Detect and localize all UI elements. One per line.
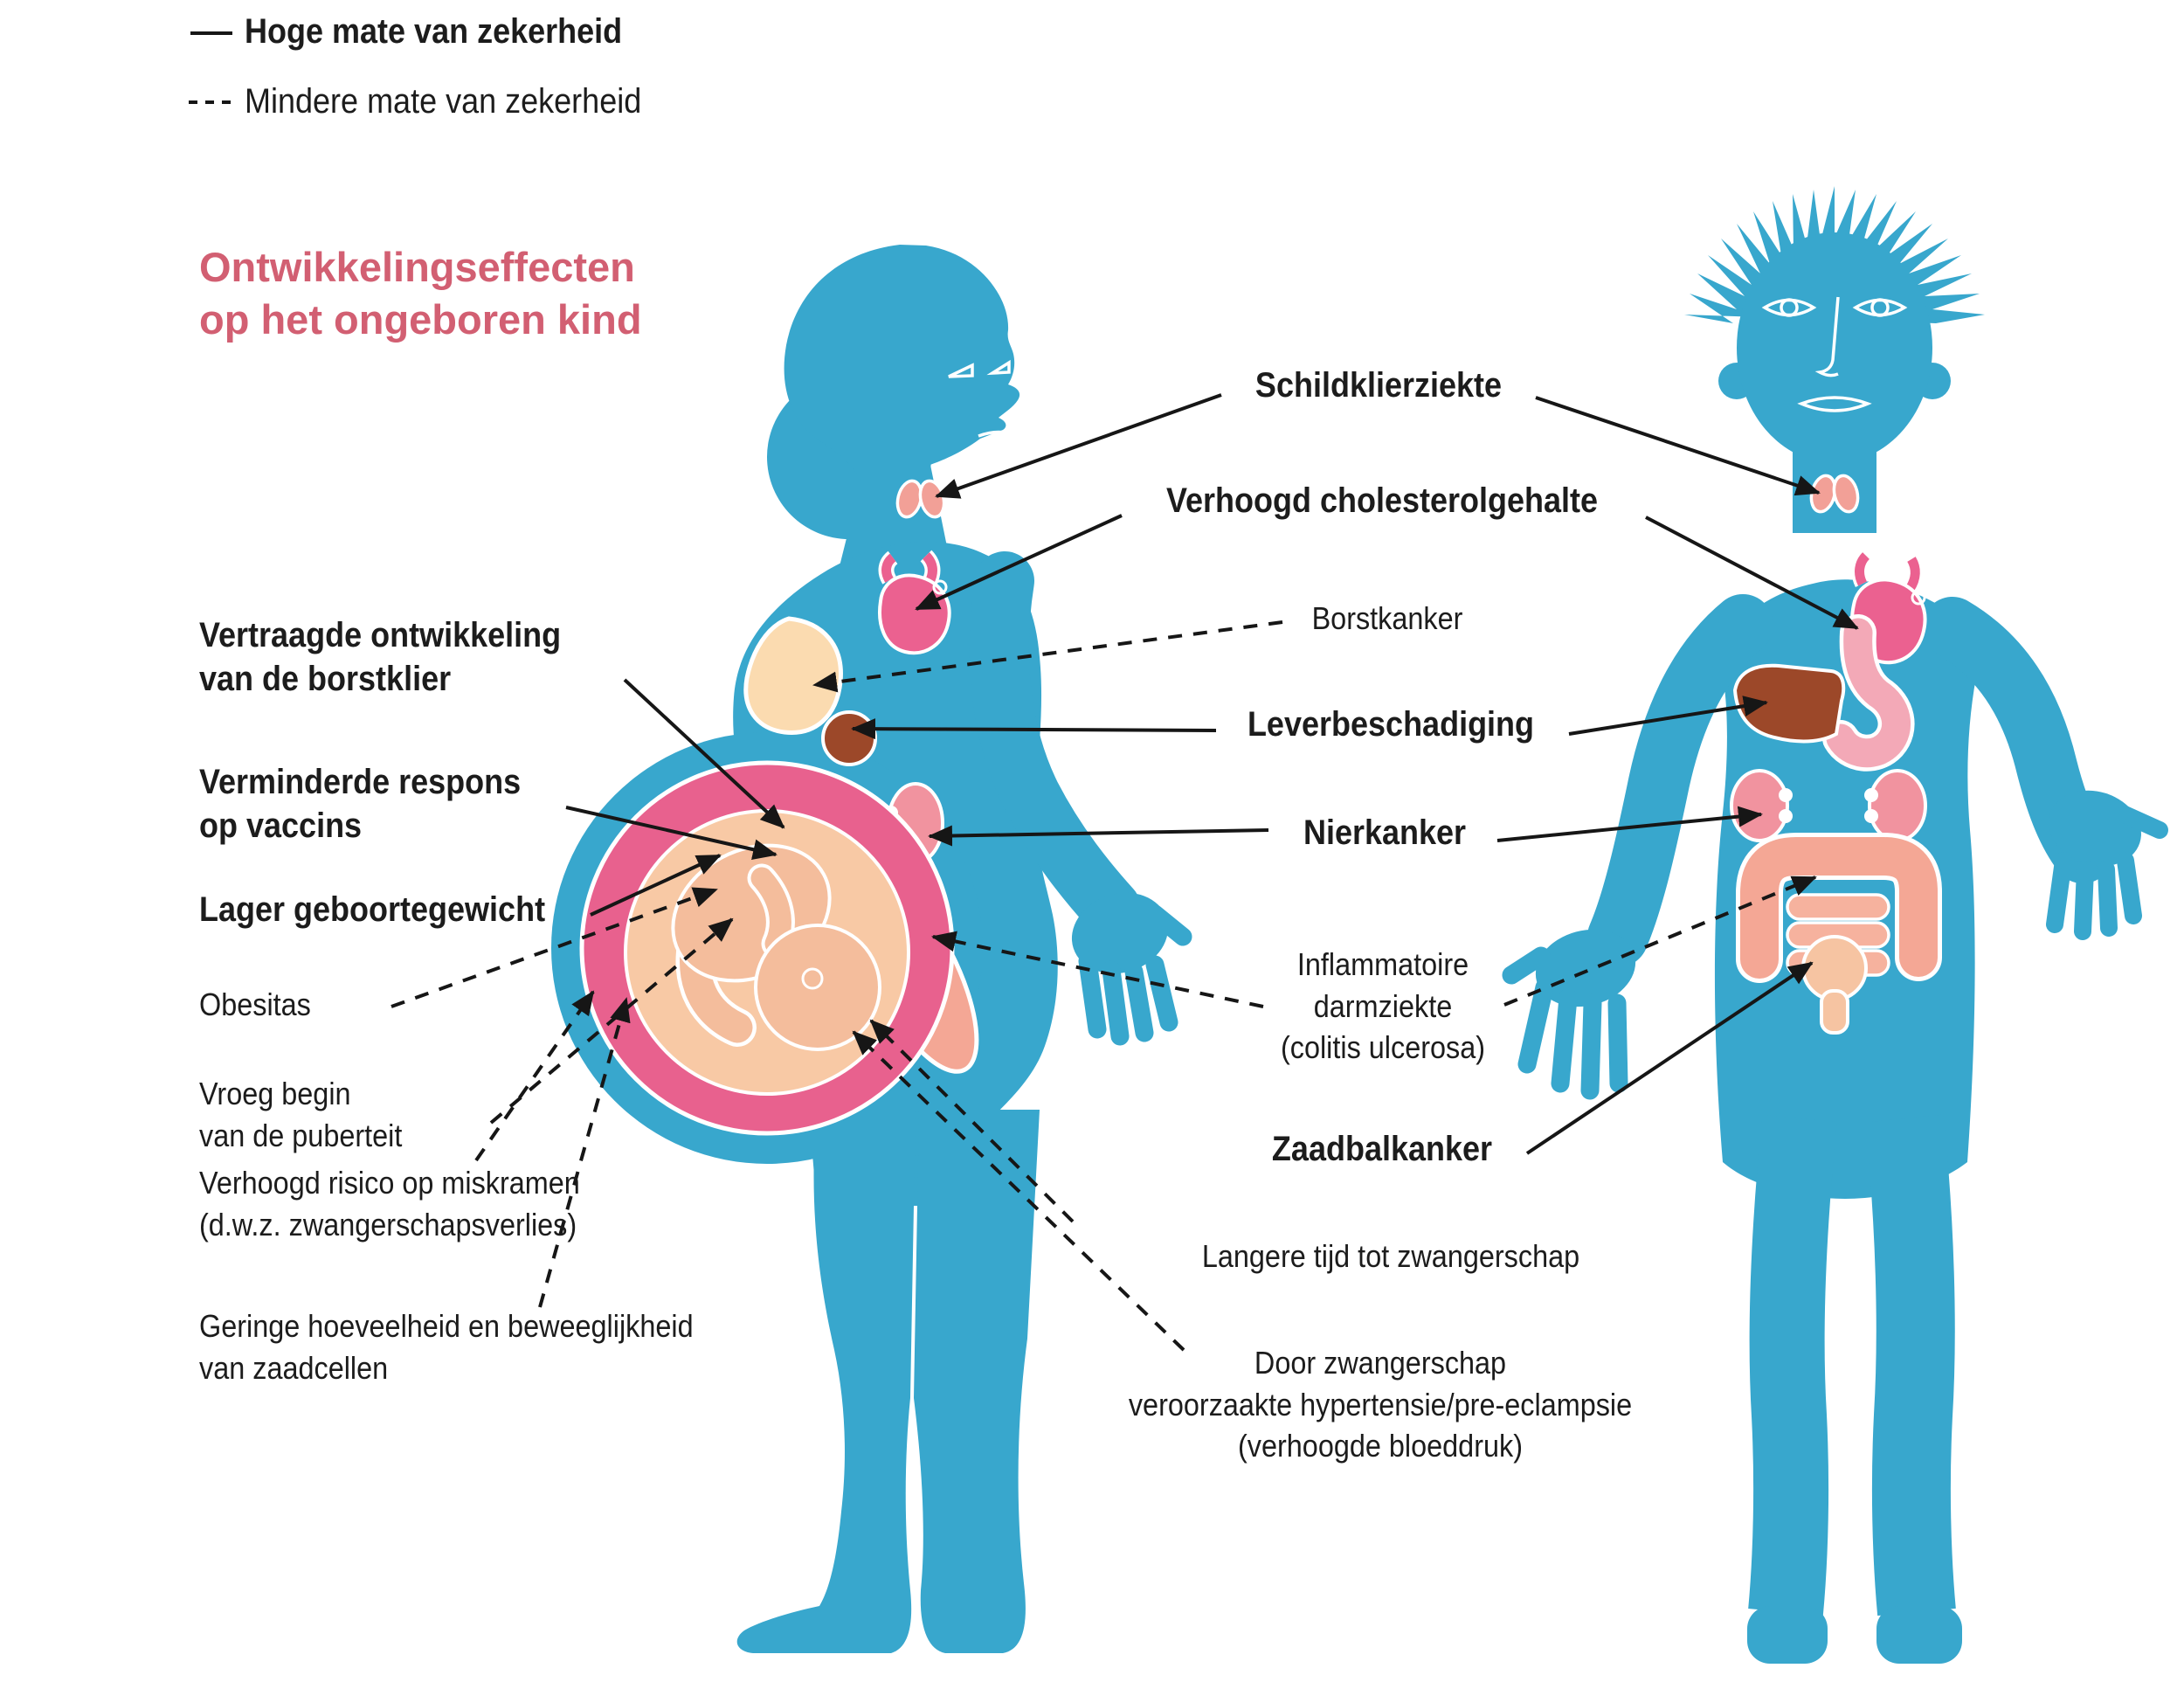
line-miskramen [474,990,595,1162]
woman-hand [1071,892,1192,1046]
legend-low-certainty-text: Mindere mate van zekerheid [245,82,642,121]
label-text: van zaadcellen [199,1349,389,1386]
fetus-ear [801,967,824,990]
label-text: Schildklierziekte [1254,366,1503,405]
uterus-with-fetus [579,760,955,1136]
label-text: Geringe hoeveelheid en beweeglijkheid [199,1308,694,1344]
line-cholesterol-woman [915,514,1123,611]
legend-high-certainty-text: Hoge mate van zekerheid [245,12,623,51]
man-leg-gap [1839,1199,1865,1682]
label-text: op vaccins [199,806,363,846]
woman-front-leg [736,1110,916,1653]
label-darmziekte: Inflammatoire darmziekte (colitis ulcero… [1281,944,1485,1069]
heading-line1: Ontwikkelingseffecten [199,244,635,290]
man-left-leg [1748,1114,1837,1616]
line-schildklier-woman [935,393,1222,499]
label-text: (verhoogde bloeddruk) [1237,1428,1524,1464]
line-zaadcellen [538,997,631,1308]
label-borstkanker: Borstkanker [1312,598,1463,640]
label-zwangerschap-tijd: Langere tijd tot zwangerschap [1202,1236,1579,1277]
label-puberteit: Vroeg begin van de puberteit [199,1073,402,1156]
label-hypertensie: Door zwangerschap veroorzaakte hypertens… [1129,1342,1632,1467]
legend-low-certainty: Mindere mate van zekerheid [245,82,641,121]
line-nier-woman [928,825,1269,847]
line-vertraagde [623,678,785,829]
leader-lines [189,31,1859,1352]
label-obesitas: Obesitas [199,984,311,1026]
label-nierkanker: Nierkanker [1303,811,1466,855]
line-obesitas [390,887,718,1008]
label-schildklierziekte: Schildklierziekte [1255,363,1502,407]
label-text: Obesitas [199,986,311,1022]
label-text: Door zwangerschap [1254,1345,1507,1381]
label-verminderde-respons: Verminderde respons op vaccins [199,760,521,848]
man-organs [1730,474,1942,1035]
label-cholesterol: Verhoogd cholesterolgehalte [1166,479,1598,523]
line-darmziekte-woman [931,931,1264,1008]
label-text: darmziekte [1313,987,1453,1024]
woman-face-details [948,359,1011,438]
label-text: veroorzaakte hypertensie/pre-eclampsie [1128,1386,1633,1422]
line-nier-man [1496,806,1763,842]
man-face-details [1761,296,1908,412]
man-left-foot [1747,1606,1828,1664]
label-text: Verhoogd risico op miskramen [199,1165,580,1201]
label-text: Verhoogd cholesterolgehalte [1165,481,1599,520]
man-right-hand [2046,790,2168,940]
line-schildklier-man [1535,396,1821,496]
line-borstkanker [812,620,1283,693]
man-neck [1793,411,1876,533]
label-text: Langere tijd tot zwangerschap [1201,1238,1580,1274]
label-text: Inflammatoire [1296,946,1469,982]
label-text: Lager geboortegewicht [199,890,546,929]
label-text: (d.w.z. zwangerschapsverlies) [199,1206,577,1242]
man-liver [1732,663,1846,744]
label-text: Leverbeschadiging [1247,705,1535,744]
line-cholesterol-man [1645,516,1859,630]
line-darmziekte-man [1503,876,1817,1007]
label-text: Zaadbalkanker [1271,1130,1493,1168]
woman-liver [821,710,877,766]
line-lever-woman [851,718,1217,740]
label-miskramen: Verhoogd risico op miskramen (d.w.z. zwa… [199,1162,580,1245]
label-zaadcellen: Geringe hoeveelheid en beweeglijkheid va… [199,1305,694,1388]
label-vertraagde-ontwikkeling: Vertraagde ontwikkeling van de borstklie… [199,613,561,702]
woman-organs [579,479,979,1136]
label-text: Borstkanker [1311,600,1463,636]
woman-arm [969,551,1141,938]
label-text: (colitis ulcerosa) [1280,1029,1486,1066]
label-text: van de puberteit [199,1117,403,1153]
line-vaccins [565,806,778,860]
legend-high-certainty: Hoge mate van zekerheid [245,12,622,52]
woman-head [784,245,1020,486]
line-zwangerschap-tijd [869,1019,1075,1223]
label-lager-geboortegewicht: Lager geboortegewicht [199,888,545,931]
label-text: Vroeg begin [199,1076,351,1111]
line-geboortegewicht [590,854,722,917]
woman-breast [743,616,843,735]
line-lever-man [1568,696,1768,736]
label-zaadbalkanker: Zaadbalkanker [1272,1127,1492,1171]
label-text: Nierkanker [1303,813,1467,852]
man-left-hand [1502,929,1636,1100]
line-zaadbalkanker [1525,961,1814,1155]
line-hypertensie [852,1030,1185,1352]
label-text: Verminderde respons [199,763,522,801]
heading-line2: op het ongeboren kind [199,296,642,343]
label-text: Vertraagde ontwikkeling [199,616,562,654]
label-leverbeschadiging: Leverbeschadiging [1248,703,1534,746]
section-heading: Ontwikkelingseffecten op het ongeboren k… [199,241,642,346]
man-left-arm [1587,594,1773,967]
man-right-foot [1876,1606,1962,1664]
woman-back-leg [914,1110,1040,1653]
label-text: van de borstklier [199,660,452,699]
man-right-leg [1865,1114,1956,1616]
